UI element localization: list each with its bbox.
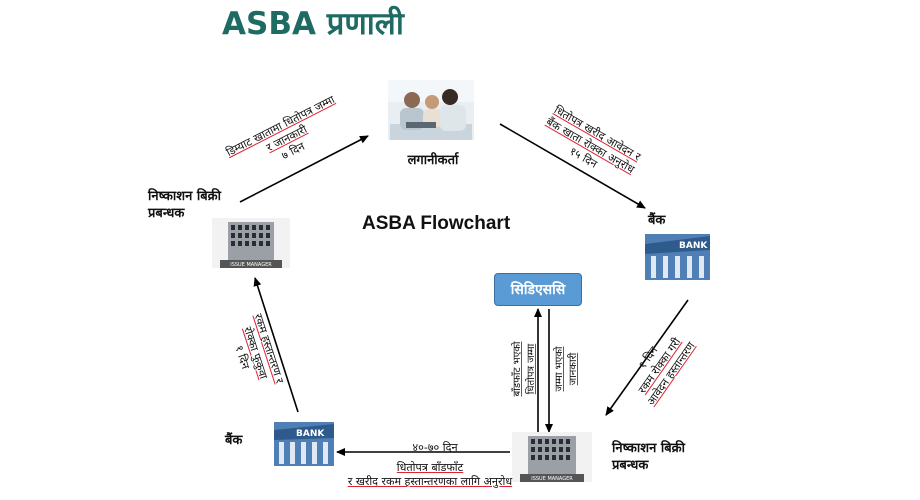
label-im-cds-up-line2: धितोपत्र जम्मा	[526, 343, 537, 395]
bank-sign-text-left: BANK	[296, 429, 325, 439]
label-cds-im-down-line1: जम्मा भएको	[554, 346, 565, 392]
node-issue-manager-left-line2: प्रबन्धक	[148, 206, 185, 221]
issue-manager-building-right: ISSUE MANAGER	[512, 432, 592, 482]
label-im-to-bank-line2: र खरीद रकम हस्तान्तरणका लागि अनुरोध	[347, 475, 513, 488]
node-issue-manager-right-line2: प्रबन्धक	[612, 458, 649, 473]
issue-manager-sign-text-left: ISSUE MANAGER	[230, 262, 272, 268]
node-issue-manager-left-line1: निष्काशन बिक्री	[148, 189, 221, 204]
bank-sign-text: BANK	[679, 241, 708, 251]
node-bank-left: बैंक	[225, 433, 243, 448]
label-cds-im-down-line2: जानकारी	[568, 352, 579, 386]
node-issue-manager-right-line1: निष्काशन बिक्री	[612, 441, 685, 456]
arrow-investor-to-bank	[499, 123, 646, 209]
arrow-bank-to-issue-manager	[605, 299, 689, 416]
node-cds: सिडिएससि	[494, 273, 582, 306]
label-cds-im-down: जम्मा भएको जानकारी	[553, 324, 581, 414]
node-issue-manager-right: निष्काशन बिक्री प्रबन्धक	[612, 440, 712, 474]
flowchart-title: ASBA Flowchart	[362, 213, 511, 234]
bank-building-left: BANK	[274, 422, 334, 466]
node-investor: लगानीकर्ता	[407, 153, 459, 168]
issue-manager-sign-text-right: ISSUE MANAGER	[531, 476, 573, 482]
label-im-to-bank-days: ४०-७० दिन	[412, 441, 458, 454]
arrow-issue-manager-to-investor	[239, 135, 369, 203]
node-issue-manager-left-line: निष्काशन बिक्री प्रबन्धक	[148, 188, 248, 222]
arrow-bank-to-issue-manager-left	[253, 277, 299, 413]
label-im-cds-up-line1: बाँडफाँट भएको	[512, 341, 523, 397]
node-issue-manager-right-line: निष्काशन बिक्री प्रबन्धक	[612, 440, 712, 474]
label-im-cds-up: बाँडफाँट भएको धितोपत्र जम्मा	[511, 324, 539, 414]
investor-photo	[388, 80, 474, 140]
page-title: ASBA प्रणाली	[222, 6, 404, 42]
label-im-to-bank: धितोपत्र बाँडफाँट र खरीद रकम हस्तान्तरणक…	[330, 461, 530, 489]
issue-manager-building-left: ISSUE MANAGER	[212, 218, 290, 268]
bank-building-right: BANK	[645, 234, 710, 280]
node-bank-right: बैंक	[648, 213, 666, 228]
label-im-to-bank-line1: धितोपत्र बाँडफाँट	[396, 461, 464, 474]
node-issue-manager-left: निष्काशन बिक्री प्रबन्धक	[148, 188, 248, 222]
